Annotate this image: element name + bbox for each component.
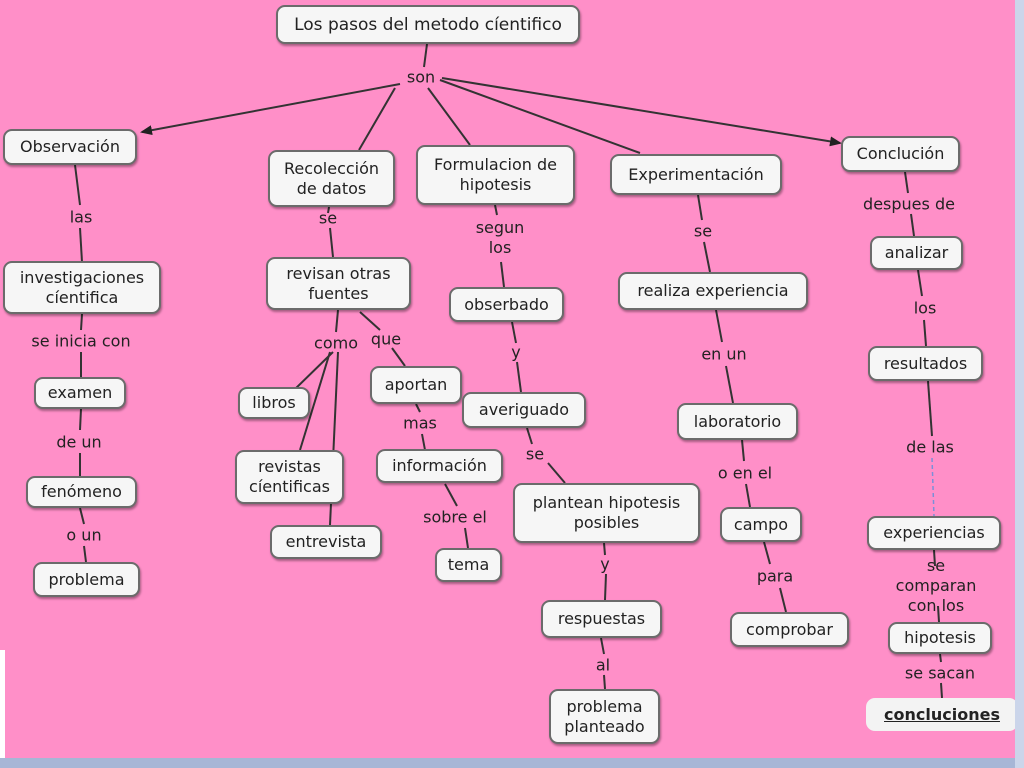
node-entrevista[interactable]: entrevista <box>270 525 382 559</box>
node-averiguado[interactable]: averiguado <box>462 392 586 428</box>
node-experiencias[interactable]: experiencias <box>867 516 1001 550</box>
link-que: que <box>370 329 402 349</box>
link-despues-de: despues de <box>863 194 955 214</box>
link-y-plantean: y <box>600 554 610 574</box>
node-conclucion[interactable]: Conclución <box>841 136 960 172</box>
link-como: como <box>314 333 358 353</box>
node-campo[interactable]: campo <box>720 507 802 542</box>
node-recoleccion[interactable]: Recolección de datos <box>268 150 395 207</box>
node-informacion[interactable]: información <box>376 449 503 483</box>
link-las: las <box>69 207 93 227</box>
node-laboratorio[interactable]: laboratorio <box>677 403 798 440</box>
link-para: para <box>756 566 794 586</box>
node-realiza-experiencia[interactable]: realiza experiencia <box>618 272 808 310</box>
link-se-formulacion: se <box>525 444 545 464</box>
node-resultados[interactable]: resultados <box>868 346 983 381</box>
link-de-un: de un <box>56 432 102 452</box>
node-experimentacion[interactable]: Experimentación <box>610 154 782 195</box>
node-libros[interactable]: libros <box>238 387 310 419</box>
node-hipotesis[interactable]: hipotesis <box>888 622 992 654</box>
left-edge-strip <box>0 650 5 760</box>
link-de-las: de las <box>906 437 954 457</box>
link-se-sacan: se sacan <box>904 663 976 683</box>
link-sobre-el: sobre el <box>423 507 487 527</box>
link-al: al <box>595 655 611 675</box>
link-se-comparan-con-los: se comparan con los <box>895 556 977 615</box>
right-edge-strip <box>1015 0 1024 768</box>
link-y-formulacion: y <box>511 342 521 362</box>
node-formulacion[interactable]: Formulacion de hipotesis <box>416 145 575 205</box>
node-comprobar[interactable]: comprobar <box>730 612 849 647</box>
link-se-experimentacion: se <box>693 221 713 241</box>
node-fenomeno[interactable]: fenómeno <box>26 476 137 508</box>
link-mas: mas <box>403 413 437 433</box>
node-problema[interactable]: problema <box>33 562 140 597</box>
node-respuestas[interactable]: respuestas <box>541 600 662 638</box>
node-investigaciones[interactable]: investigaciones cíentifica <box>3 261 161 314</box>
link-en-un: en un <box>701 344 747 364</box>
node-tema[interactable]: tema <box>435 548 502 582</box>
link-o-en-el: o en el <box>717 463 773 483</box>
node-examen[interactable]: examen <box>34 377 126 409</box>
link-segun-los: segun los <box>475 218 525 257</box>
node-aportan[interactable]: aportan <box>370 366 462 404</box>
node-problema-planteado[interactable]: problema planteado <box>549 689 660 744</box>
link-son: son <box>406 67 436 87</box>
node-revistas[interactable]: revistas cíentificas <box>235 450 344 504</box>
link-o-un: o un <box>66 525 102 545</box>
node-plantean[interactable]: plantean hipotesis posibles <box>513 483 700 543</box>
node-obserbado[interactable]: obserbado <box>449 287 564 322</box>
bottom-edge-strip <box>0 758 1024 768</box>
link-los: los <box>913 298 937 318</box>
node-analizar[interactable]: analizar <box>870 236 963 270</box>
node-revisan[interactable]: revisan otras fuentes <box>266 257 411 310</box>
node-concluciones[interactable]: concluciones <box>866 698 1018 731</box>
node-observacion[interactable]: Observación <box>3 129 137 165</box>
link-se-recoleccion: se <box>318 208 338 228</box>
link-se-inicia-con: se inicia con <box>31 331 131 351</box>
map-title[interactable]: Los pasos del metodo cíentifico <box>276 5 580 44</box>
